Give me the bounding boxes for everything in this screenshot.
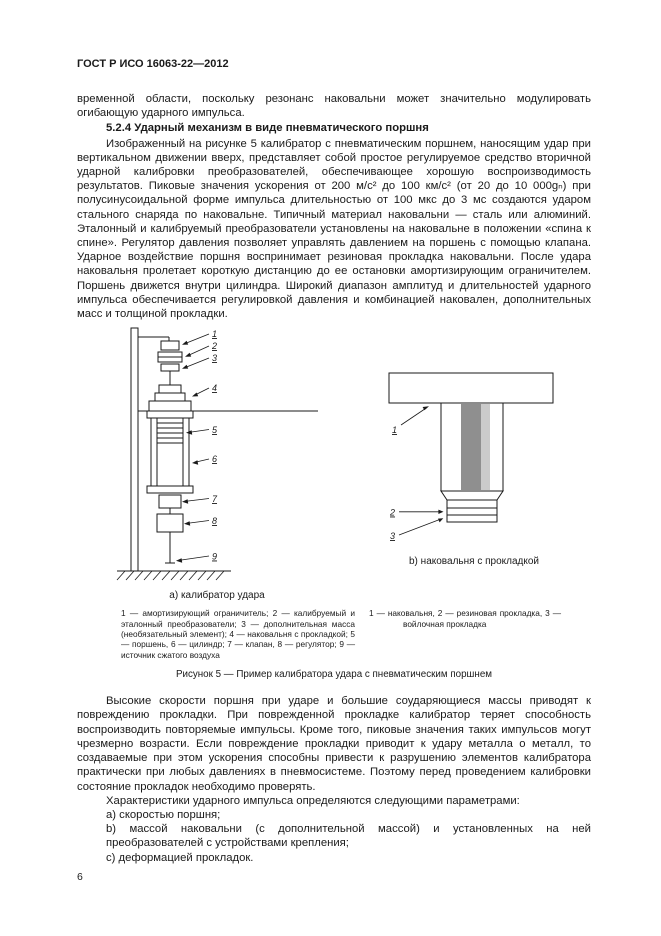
figure-diagrams: 1 2 3 4 5 6 7 8 xyxy=(77,323,591,601)
callout-piston: 5 xyxy=(212,425,218,435)
callout-additional-mass: 3 xyxy=(212,353,217,363)
callout-anvil: 4 xyxy=(212,383,217,393)
callout-valve: 7 xyxy=(212,494,218,504)
callout-anvil-body: 1 xyxy=(392,425,397,435)
callout-limiter: 1 xyxy=(212,329,217,339)
figure-5: 1 2 3 4 5 6 7 8 xyxy=(77,323,591,680)
rubber-gasket xyxy=(446,507,498,516)
anvil-body xyxy=(388,372,554,523)
list-item-b: b) массой наковальни (с дополнительной м… xyxy=(106,823,591,850)
doc-header: ГОСТ Р ИСО 16063-22—2012 xyxy=(77,58,229,70)
subcaption-a: а) калибратор удара xyxy=(169,590,265,602)
figure-column-b: 1 2 3 b) наковальня с прокладкой xyxy=(357,323,591,567)
page-number: 6 xyxy=(77,871,83,883)
legend-anvil: 1 — наковальня, 2 — резиновая прокладка,… xyxy=(369,608,561,629)
callout-cylinder: 6 xyxy=(212,454,217,464)
list-item-a: a) скоростью поршня; xyxy=(106,808,221,821)
felt-gasket xyxy=(446,514,498,523)
callout-air-source: 9 xyxy=(212,552,217,562)
figure-column-a: 1 2 3 4 5 6 7 8 xyxy=(77,323,357,601)
callout-rubber-gasket: 2 xyxy=(389,508,395,518)
legend-calibrator: 1 — амортизирующий ограничитель; 2 — кал… xyxy=(121,608,355,660)
frame xyxy=(116,327,318,581)
anvil-diagram: 1 2 3 xyxy=(388,372,554,541)
figure-legend: 1 — амортизирующий ограничитель; 2 — кал… xyxy=(77,608,591,660)
callouts-a: 1 2 3 4 5 6 7 8 xyxy=(176,329,218,564)
section-heading: 5.2.4 Ударный механизм в виде пневматиче… xyxy=(106,122,429,135)
subcaption-b: b) наковальня с прокладкой xyxy=(409,556,539,568)
callouts-b: 1 2 3 xyxy=(389,406,444,541)
impact-assembly xyxy=(146,340,194,564)
paragraph-damage: Высокие скорости поршня при ударе и боль… xyxy=(77,695,591,793)
list-item-c: c) деформацией прокладок. xyxy=(106,851,254,864)
paragraph-intro: временной области, поскольку резонанс на… xyxy=(77,93,591,120)
callout-transducers: 2 xyxy=(211,341,217,351)
callout-regulator: 8 xyxy=(212,516,217,526)
figure-caption: Рисунок 5 — Пример калибратора удара с п… xyxy=(175,669,493,681)
paragraph-parameters: Характеристики ударного импульса определ… xyxy=(106,794,520,807)
callout-felt-gasket: 3 xyxy=(390,531,395,541)
paragraph-main: Изображенный на рисунке 5 калибратор с п… xyxy=(77,137,591,321)
calibrator-diagram: 1 2 3 4 5 6 7 8 xyxy=(116,327,318,581)
